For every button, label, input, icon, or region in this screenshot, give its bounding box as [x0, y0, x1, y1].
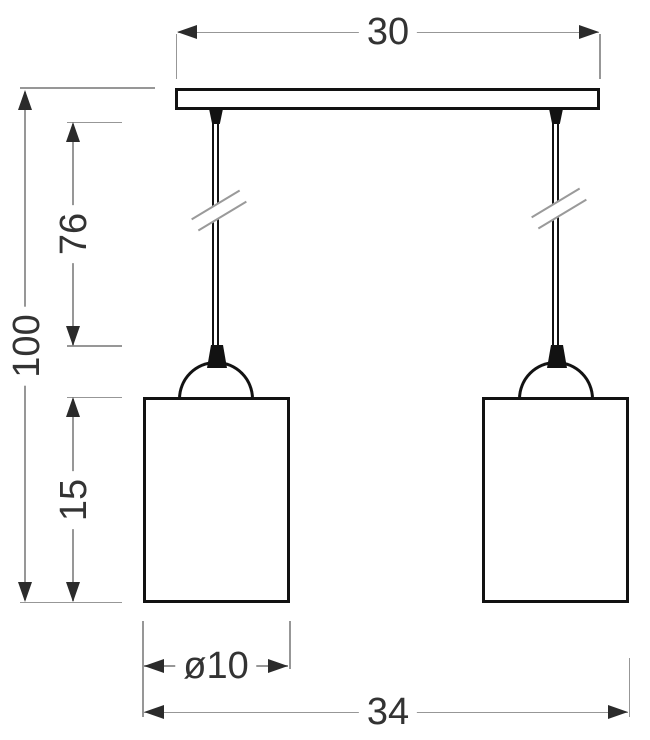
dim-76-arrow-up-icon — [66, 122, 80, 142]
left-cord — [212, 122, 219, 346]
dim-diameter-arrow-right-icon — [268, 659, 288, 673]
left-cord-break-symbol — [191, 189, 247, 232]
dim-100-label: 100 — [6, 306, 48, 386]
ceiling-mount-bar — [175, 88, 600, 110]
dim-34-arrow-right-icon — [608, 705, 628, 719]
dim-30-arrow-right-icon — [579, 25, 599, 39]
dim-30-extension-left — [175, 34, 177, 79]
dim-76-label: 76 — [53, 204, 95, 264]
dim-34-arrow-left-icon — [144, 705, 164, 719]
dim-76-arrow-down-icon — [66, 326, 80, 346]
dim-76-extension-top — [67, 121, 122, 123]
dim-30-label: 30 — [358, 11, 418, 53]
left-shade — [143, 397, 290, 603]
right-cord-bottom-grip — [547, 345, 567, 368]
dim-15-label: 15 — [53, 470, 95, 530]
dim-30-arrow-left-icon — [177, 25, 197, 39]
dim-30-extension-right — [599, 34, 601, 79]
right-cord — [552, 122, 559, 346]
dim-100-arrow-down-icon — [18, 582, 32, 602]
dim-100-15-extension-bottom — [20, 601, 122, 603]
dim-34-extension-right — [628, 658, 630, 717]
dim-100-arrow-up-icon — [18, 90, 32, 110]
dim-15-arrow-down-icon — [66, 582, 80, 602]
left-cord-top-grip — [208, 107, 224, 124]
dim-diameter-label: ø10 — [175, 645, 257, 687]
dim-diameter-extension-right — [289, 621, 291, 669]
dim-100-extension-top — [20, 87, 155, 89]
right-cord-top-grip — [548, 107, 564, 124]
right-cord-break-symbol — [531, 187, 587, 230]
dim-diameter-extension-left — [142, 621, 144, 717]
left-cord-bottom-grip — [207, 345, 227, 368]
right-shade — [482, 397, 629, 603]
dim-15-arrow-up-icon — [66, 397, 80, 417]
dim-15-extension-top — [67, 396, 122, 398]
dim-34-label: 34 — [358, 691, 418, 733]
dim-diameter-arrow-left-icon — [144, 659, 164, 673]
dim-76-extension-bottom — [67, 345, 122, 347]
